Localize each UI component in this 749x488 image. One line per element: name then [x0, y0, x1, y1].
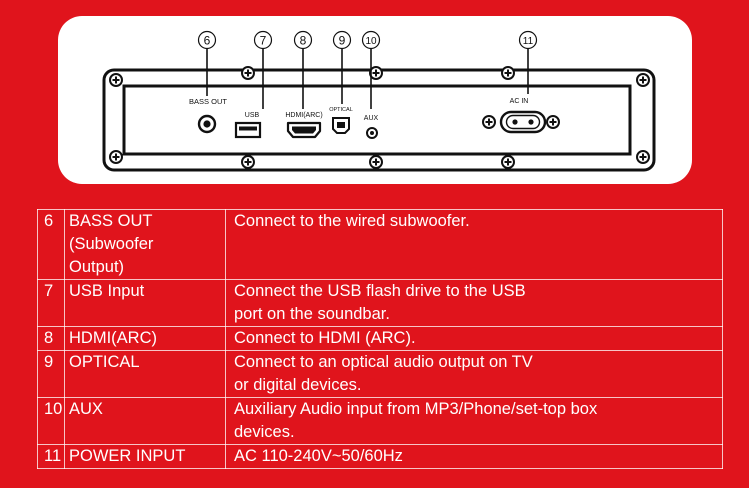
table-row: 7 USB Input Connect the USB flash drive … [37, 279, 723, 327]
screw-icon [636, 150, 650, 164]
row-number: 6 [37, 209, 65, 280]
callout-10: 10 [361, 30, 381, 50]
usb-label: USB [245, 112, 260, 119]
connector-description: Connect to the wired subwoofer. [225, 209, 723, 280]
screw-icon [241, 66, 255, 80]
optical-label: OPTICAL [329, 107, 353, 113]
aux-label: AUX [364, 115, 379, 122]
svg-text:8: 8 [300, 34, 307, 48]
table-row: 9 OPTICAL Connect to an optical audio ou… [37, 350, 723, 398]
row-number: 11 [37, 444, 65, 469]
row-number: 10 [37, 397, 65, 445]
svg-text:10: 10 [365, 36, 377, 47]
callout-7: 7 [253, 30, 273, 50]
screw-icon [109, 150, 123, 164]
screw-icon [501, 155, 515, 169]
bass-out-label: BASS OUT [189, 97, 227, 106]
row-number: 8 [37, 326, 65, 351]
port-plate [122, 84, 632, 156]
connector-description: Connect to an optical audio output on TV… [225, 350, 723, 398]
connector-spec-table: 6 BASS OUT (Subwoofer Output) Connect to… [37, 209, 723, 469]
optical-port-icon [332, 117, 350, 134]
screw-icon [109, 73, 123, 87]
callout-6: 6 [197, 30, 217, 50]
connector-name: BASS OUT (Subwoofer Output) [64, 209, 226, 280]
connector-description: Connect to HDMI (ARC). [225, 326, 723, 351]
rear-panel-illustration: 6 7 8 9 10 11 [58, 16, 692, 184]
hdmi-port-icon [286, 121, 322, 139]
hdmi-label: HDMI(ARC) [285, 112, 322, 119]
connector-name: AUX [64, 397, 226, 445]
svg-text:7: 7 [260, 34, 267, 48]
aux-jack-icon [366, 127, 378, 139]
ac-in-label: AC IN [510, 98, 529, 105]
connector-description: Auxiliary Audio input from MP3/Phone/set… [225, 397, 723, 445]
usb-port-icon [234, 121, 262, 139]
svg-text:11: 11 [523, 36, 534, 47]
port-diagram: 6 7 8 9 10 11 [102, 30, 656, 172]
connector-name: USB Input [64, 279, 226, 327]
table-row: 8 HDMI(ARC) Connect to HDMI (ARC). [37, 326, 723, 351]
ac-in-socket-icon [482, 110, 560, 134]
screw-icon [636, 73, 650, 87]
table-row: 6 BASS OUT (Subwoofer Output) Connect to… [37, 209, 723, 280]
screw-icon [241, 155, 255, 169]
callout-9: 9 [332, 30, 352, 50]
row-number: 9 [37, 350, 65, 398]
connector-description: Connect the USB flash drive to the USB p… [225, 279, 723, 327]
table-row: 10 AUX Auxiliary Audio input from MP3/Ph… [37, 397, 723, 445]
svg-text:9: 9 [339, 34, 346, 48]
connector-name: POWER INPUT [64, 444, 226, 469]
svg-text:6: 6 [204, 34, 211, 48]
callout-11: 11 [518, 30, 538, 50]
row-number: 7 [37, 279, 65, 327]
screw-icon [369, 155, 383, 169]
callout-8: 8 [293, 30, 313, 50]
bass-out-jack-icon [197, 114, 217, 134]
table-row: 11 POWER INPUT AC 110-240V~50/60Hz [37, 444, 723, 469]
connector-name: HDMI(ARC) [64, 326, 226, 351]
connector-description: AC 110-240V~50/60Hz [225, 444, 723, 469]
screw-icon [501, 66, 515, 80]
connector-name: OPTICAL [64, 350, 226, 398]
leader-lines [206, 49, 529, 109]
